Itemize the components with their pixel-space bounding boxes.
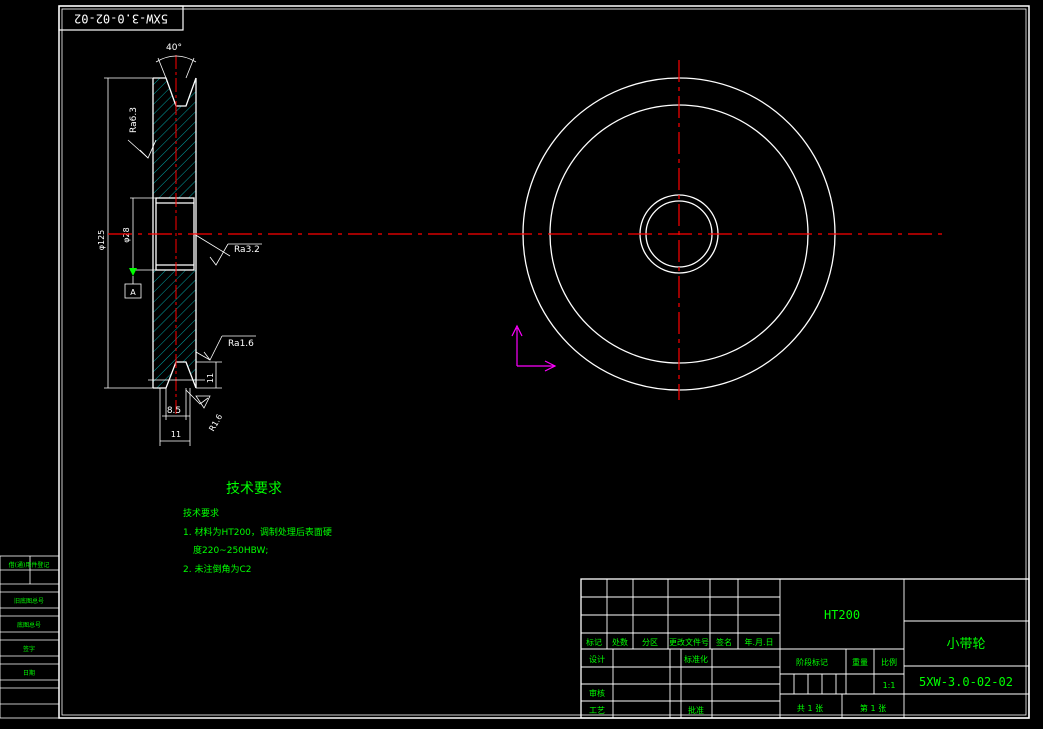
title-block: HT200 小带轮 5XW-3.0-02-02 标记 处数 分区 更改文件号 签… — [580, 578, 1030, 719]
stage-mark-label: 阶段标记 — [796, 657, 828, 667]
header-change-doc: 更改文件号 — [669, 637, 709, 647]
drawing-number-top: 5XW-3.0-02-02 — [74, 12, 168, 26]
process-label: 工艺 — [589, 706, 605, 715]
sheet-total: 共 1 张 — [797, 704, 823, 713]
approve-label: 批准 — [688, 705, 704, 715]
tech-req-line2: 度220~250HBW; — [193, 544, 268, 556]
tech-req-line3: 2. 未注倒角为C2 — [183, 563, 251, 575]
groove-depth: 11 — [206, 373, 215, 383]
strip-cell-4: 日期 — [23, 669, 35, 677]
section-hatch-upper — [153, 78, 196, 198]
strip-cell-0: 借(通)用件登记 — [9, 561, 50, 569]
strip-cell-2: 底图总号 — [17, 621, 41, 629]
tech-req-subheading: 技术要求 — [183, 507, 219, 519]
roughness-top: Ra6.3 — [129, 107, 139, 133]
tech-req-heading: 技术要求 — [226, 481, 282, 497]
strip-cell-3: 签字 — [23, 645, 35, 653]
fillet-radius: R1.6 — [207, 413, 224, 433]
header-count: 处数 — [612, 637, 628, 647]
header-zone: 分区 — [642, 638, 658, 647]
weight-label: 重量 — [852, 657, 868, 667]
roughness-bottom: Ra1.6 — [228, 339, 254, 349]
review-label: 审核 — [589, 688, 605, 698]
section-view: 40° φ125 φ28 A Ra6.3 Ra3.2 Ra1.6 — [97, 43, 262, 446]
drawing-number: 5XW-3.0-02-02 — [919, 675, 1013, 689]
part-name: 小带轮 — [946, 637, 985, 652]
technical-requirements: 技术要求 技术要求 1. 材料为HT200，调制处理后表面硬 度220~250H… — [183, 481, 332, 575]
drawing-number-box: 5XW-3.0-02-02 — [58, 5, 184, 31]
section-hatch-lower — [153, 270, 196, 388]
front-view — [522, 60, 836, 400]
drawing-frame — [58, 5, 1030, 719]
scale-value: 1:1 — [883, 681, 896, 690]
ucs-icon — [511, 324, 557, 372]
groove-width: 8.5 — [167, 406, 181, 416]
material: HT200 — [824, 608, 860, 622]
header-mark: 标记 — [586, 637, 602, 647]
strip-cell-1: 旧底图总号 — [14, 597, 44, 605]
angle-dimension: 40° — [166, 43, 182, 53]
pulley-width: 11 — [171, 430, 181, 439]
left-strip: 借(通)用件登记 旧底图总号 底图总号 签字 日期 — [0, 555, 60, 719]
tech-req-line1: 1. 材料为HT200，调制处理后表面硬 — [183, 526, 332, 538]
header-date: 年.月.日 — [744, 637, 773, 647]
standardize-label: 标准化 — [684, 654, 708, 664]
header-signature: 签名 — [716, 637, 732, 647]
datum-label: A — [130, 288, 136, 297]
inner-frame — [61, 8, 1027, 716]
design-label: 设计 — [589, 654, 605, 664]
scale-label: 比例 — [881, 657, 897, 667]
roughness-bore: Ra3.2 — [234, 245, 260, 255]
outer-diameter: φ125 — [97, 230, 106, 251]
bore-diameter: φ28 — [122, 227, 131, 242]
sheet-number: 第 1 张 — [860, 703, 886, 713]
